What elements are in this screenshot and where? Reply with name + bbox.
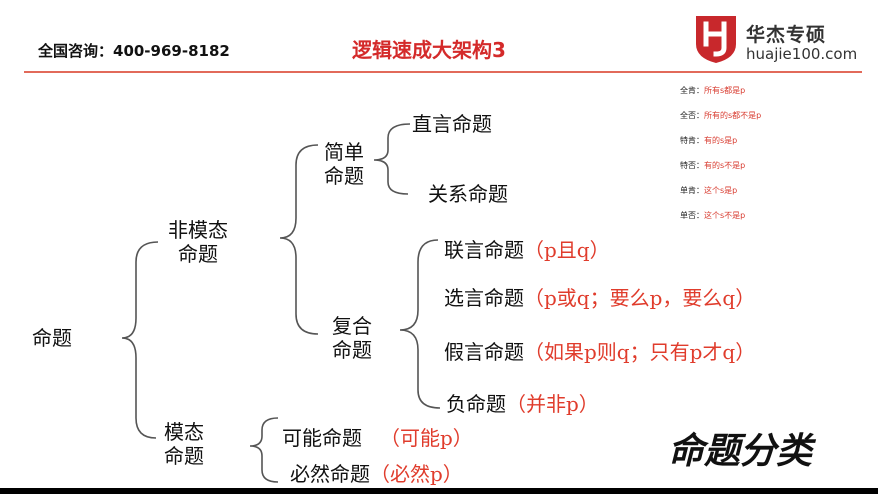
node-non-modal: 非模态 命题 — [168, 218, 228, 266]
node-possible-label: 可能命题 — [282, 426, 362, 450]
brand-name: 华杰专硕 — [746, 24, 827, 46]
modal-brace — [249, 417, 279, 483]
compound-brace — [399, 239, 441, 409]
legend-item: 单肯：这个s是p — [680, 186, 737, 196]
huajie-logo-icon — [694, 14, 738, 68]
stamp-title: 命题分类 — [668, 431, 813, 472]
legend-key: 全否： — [680, 111, 704, 120]
node-relational: 关系命题 — [428, 182, 508, 206]
legend-value: 有的s是p — [704, 136, 738, 145]
node-negative-note: （并非p） — [506, 392, 599, 416]
node-hypothetical-label: 假言命题 — [444, 340, 524, 364]
legend-value: 有的s不是p — [704, 161, 746, 170]
legend-key: 特肯： — [680, 136, 704, 145]
node-necessary: 必然命题（必然p） — [290, 462, 463, 486]
node-possible-note: （可能p） — [380, 426, 473, 450]
bottom-bar — [0, 488, 878, 494]
legend-value: 所有s都是p — [704, 86, 746, 95]
node-modal: 模态 命题 — [164, 420, 204, 468]
node-simple: 简单 命题 — [324, 140, 364, 188]
legend-item: 全否：所有的s都不是p — [680, 111, 761, 121]
node-disjunctive-label: 选言命题 — [444, 286, 524, 310]
node-possible: 可能命题 （可能p） — [282, 426, 473, 450]
legend-item: 全肯：所有s都是p — [680, 86, 745, 96]
legend-item: 特否：有的s不是p — [680, 161, 745, 171]
brand-url: huajie100.com — [746, 45, 858, 63]
legend-item: 单否：这个s不是p — [680, 211, 745, 221]
node-compound: 复合 命题 — [332, 314, 372, 362]
node-necessary-label: 必然命题 — [290, 462, 370, 486]
node-disjunctive-note: （p或q；要么p，要么q） — [524, 286, 756, 310]
hotline-text: 全国咨询：400-969-8182 — [38, 42, 230, 60]
node-negative: 负命题（并非p） — [446, 392, 599, 416]
node-disjunctive: 选言命题（p或q；要么p，要么q） — [444, 286, 755, 310]
node-root: 命题 — [32, 326, 72, 350]
node-categorical: 直言命题 — [412, 112, 492, 136]
legend-value: 这个s是p — [704, 186, 738, 195]
node-conjunctive-note: （p且q） — [524, 238, 610, 262]
legend-key: 特否： — [680, 161, 704, 170]
root-brace — [121, 241, 159, 439]
legend-key: 全肯： — [680, 86, 704, 95]
header-divider — [24, 71, 862, 73]
node-conjunctive-label: 联言命题 — [444, 238, 524, 262]
node-negative-label: 负命题 — [446, 392, 506, 416]
slide-title: 逻辑速成大架构3 — [352, 38, 506, 62]
node-conjunctive: 联言命题（p且q） — [444, 238, 610, 262]
non-modal-brace — [279, 144, 319, 335]
node-hypothetical-note: （如果p则q；只有p才q） — [524, 340, 756, 364]
node-necessary-note: （必然p） — [370, 462, 463, 486]
legend-value: 这个s不是p — [704, 211, 746, 220]
simple-brace — [373, 123, 411, 195]
node-hypothetical: 假言命题（如果p则q；只有p才q） — [444, 340, 755, 364]
legend-key: 单否： — [680, 211, 704, 220]
legend-key: 单肯： — [680, 186, 704, 195]
legend-item: 特肯：有的s是p — [680, 136, 737, 146]
legend-value: 所有的s都不是p — [704, 111, 762, 120]
